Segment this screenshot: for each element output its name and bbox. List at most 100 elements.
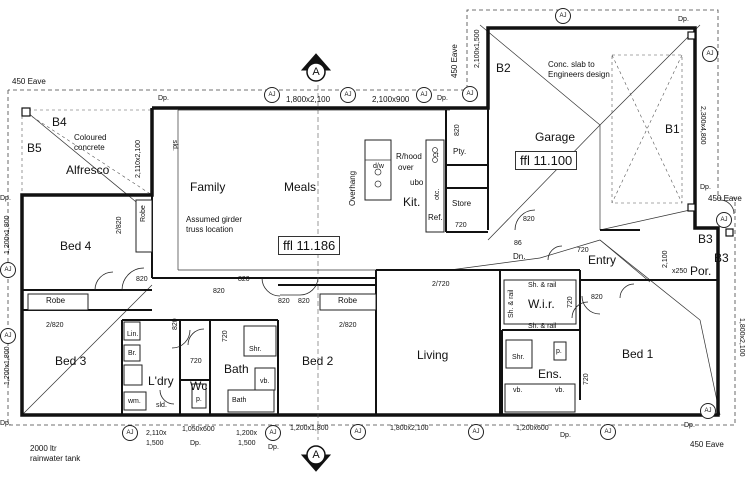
- window-dimension: 1,200x: [236, 430, 258, 437]
- downpipe-label: Dp.: [560, 432, 571, 439]
- room-porch: Por.: [690, 264, 712, 278]
- fixture-robe: Robe: [338, 296, 358, 305]
- aj-tag: AJ: [468, 424, 484, 440]
- window-dimension: 1,200x1,800: [290, 425, 329, 432]
- downpipe-label: Dp.: [158, 95, 169, 102]
- eave-outline: [7, 9, 736, 426]
- eave-label: 450 Eave: [450, 44, 459, 78]
- door-size: 2/820: [46, 322, 64, 329]
- fixture-shelf-rail: Sh. & rail: [528, 323, 557, 330]
- downpipe-label: Dp.: [0, 420, 11, 427]
- fixture-shower: Shr.: [249, 346, 262, 353]
- section-markers: [300, 53, 332, 472]
- exterior-walls: [20, 26, 720, 417]
- section-circles: [306, 62, 326, 465]
- aj-tag: AJ: [265, 425, 281, 441]
- room-bed4: Bed 4: [60, 239, 92, 253]
- note-rangehood: R/hood: [396, 152, 422, 161]
- window-dimension: 1,500: [238, 440, 256, 447]
- aj-tag: AJ: [0, 262, 16, 278]
- door-swings: [94, 199, 735, 405]
- room-bed1: Bed 1: [622, 347, 654, 361]
- beam-label-b3: B3: [714, 251, 729, 265]
- room-wc: Wc: [190, 379, 208, 393]
- note-cooktop: ct: [433, 152, 439, 159]
- room-store: Store: [452, 199, 472, 208]
- window-dimension: 1,050x600: [182, 426, 215, 433]
- room-bed3: Bed 3: [55, 354, 87, 368]
- fixture-vanity-basin: vb.: [260, 378, 270, 385]
- room-pantry: Pty.: [453, 147, 467, 156]
- eave-label: 450 Eave: [12, 77, 46, 86]
- room-kitchen: Kit.: [403, 195, 421, 209]
- downpipe-label: Dp.: [678, 16, 689, 23]
- aj-tag: AJ: [462, 86, 478, 102]
- floor-level-main: ffl 11.186: [278, 236, 341, 255]
- downpipe-label: Dp.: [0, 195, 11, 202]
- window-dimension: 2,110x: [146, 430, 167, 437]
- slab-b1-outline: [611, 54, 683, 204]
- aj-tag: AJ: [416, 87, 432, 103]
- fixture-washing-machine: wm.: [128, 398, 141, 405]
- door-size: 2/820: [339, 322, 357, 329]
- note-sliding-door: sld.: [171, 140, 178, 151]
- door-size: 820: [136, 276, 148, 283]
- note-overhang: Overhang: [348, 170, 357, 206]
- door-size: 820: [213, 288, 225, 295]
- alfresco-dashed: [21, 109, 153, 196]
- note-otc: otc.: [434, 188, 441, 200]
- door-size: 820: [523, 216, 535, 223]
- aj-tag: AJ: [700, 403, 716, 419]
- door-size: 86: [514, 240, 522, 247]
- window-dimension: 1,200x1,800: [4, 346, 11, 385]
- beam-label-b4: B4: [52, 115, 67, 129]
- note-dishwasher: d/w: [373, 163, 384, 170]
- room-bed2: Bed 2: [302, 354, 334, 368]
- fixture-vanity-basin: vb.: [513, 387, 523, 394]
- note-x250: x250: [672, 268, 688, 275]
- eave-label: 450 Eave: [708, 194, 742, 203]
- downpipe-label: Dp.: [437, 95, 448, 102]
- downpipe-label: Dp.: [700, 184, 711, 191]
- room-entry: Entry: [588, 253, 617, 267]
- door-size: 820: [172, 318, 179, 330]
- room-family: Family: [190, 180, 226, 194]
- downpipe-label: Dp.: [268, 444, 279, 451]
- window-dimension: 1,800x2,100: [390, 425, 429, 432]
- downpipe-markers: [21, 31, 734, 237]
- fixture-toilet: p.: [556, 348, 562, 355]
- door-size: 720: [190, 358, 202, 365]
- window-dimension: 2,100x900: [372, 95, 410, 104]
- door-size: 720: [567, 296, 574, 308]
- door-size: 820: [454, 124, 461, 136]
- window-dimension: 1,200x1,800: [4, 215, 11, 254]
- fixture-bathtub: Bath: [232, 397, 247, 404]
- fixture-robe: Robe: [46, 296, 66, 305]
- fixture-broom: Br.: [128, 350, 137, 357]
- note-over: over: [398, 163, 414, 172]
- window-dimension: 1,500: [146, 440, 164, 447]
- downpipe-label: Dp.: [190, 440, 201, 447]
- section-label-top: A: [312, 66, 320, 78]
- beam-label-b2: B2: [496, 61, 511, 75]
- window-dimension: 2,100x1,500: [474, 29, 481, 68]
- window-dimension: 2,100: [662, 250, 669, 268]
- note-sliding-door: sld.: [156, 402, 167, 409]
- beam-label-b1: B1: [665, 122, 680, 136]
- note-girder-truss: Assumed girder truss location: [186, 215, 243, 234]
- note-coloured-concrete: Coloured concrete: [74, 133, 107, 152]
- door-size: 720: [455, 222, 467, 229]
- door-size: 820: [278, 298, 290, 305]
- room-refrigerator: Ref.: [428, 213, 443, 222]
- fixture-shower: Shr.: [512, 354, 525, 361]
- fixture-linen: Lin.: [127, 331, 139, 338]
- aj-tag: AJ: [702, 46, 718, 62]
- fixture-shelf-rail: Sh. & rail: [528, 282, 557, 289]
- note-steps-down: Dn.: [513, 252, 526, 261]
- room-meals: Meals: [284, 180, 317, 194]
- aj-tag: AJ: [600, 424, 616, 440]
- note-ubo: ubo: [410, 178, 424, 187]
- aj-tag: AJ: [0, 328, 16, 344]
- room-garage: Garage: [535, 130, 576, 144]
